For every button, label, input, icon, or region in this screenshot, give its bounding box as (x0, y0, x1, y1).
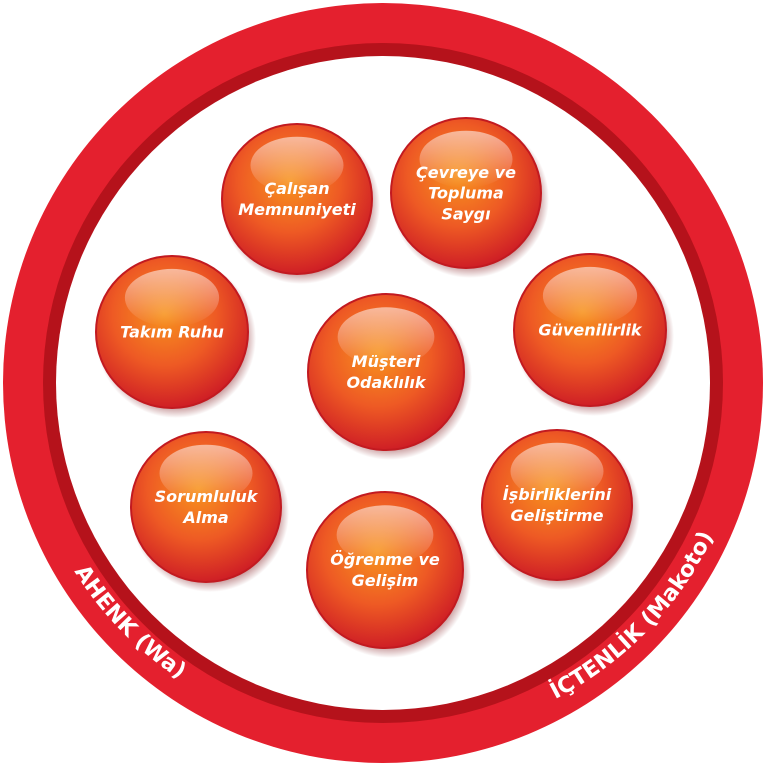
bubble-gloss (510, 442, 604, 500)
bubble-gloss (124, 268, 220, 327)
bubble-label-line: Topluma (428, 184, 504, 203)
bubble-label-line: Öğrenme ve (330, 550, 440, 569)
bubble-label-line: İşbirliklerini (503, 485, 612, 504)
bubble-label-line: Çevreye ve (416, 163, 516, 182)
bubble-gloss (337, 307, 435, 367)
value-bubble-guvenilirlik: Güvenilirlik (513, 253, 674, 416)
bubble-label-line: Geliştirme (510, 506, 603, 525)
bubble-label-line: Sorumluluk (155, 487, 259, 506)
bubble-label-line: Saygı (441, 204, 491, 223)
value-bubble-takim: Takım Ruhu (95, 255, 256, 418)
bubble-label-line: Takım Ruhu (120, 323, 224, 342)
bubble-label-line: Güvenilirlik (538, 321, 643, 340)
bubble-label-line: Gelişim (352, 571, 419, 590)
bubble-gloss (336, 505, 434, 565)
bubble-label-line: Odaklılık (346, 373, 426, 392)
bubble-label-line: Müşteri (352, 352, 421, 371)
value-bubble-ogrenme: Öğrenme ve Gelişim (306, 491, 471, 658)
bubble-gloss (159, 444, 253, 502)
bubble-gloss (419, 130, 513, 188)
bubble-gloss (250, 136, 344, 194)
bubble-label-line: Çalışan (264, 179, 329, 198)
bubble-gloss (542, 266, 638, 325)
bubble-label-line: Alma (181, 508, 228, 527)
bubble-label-line: Memnuniyeti (238, 200, 356, 219)
